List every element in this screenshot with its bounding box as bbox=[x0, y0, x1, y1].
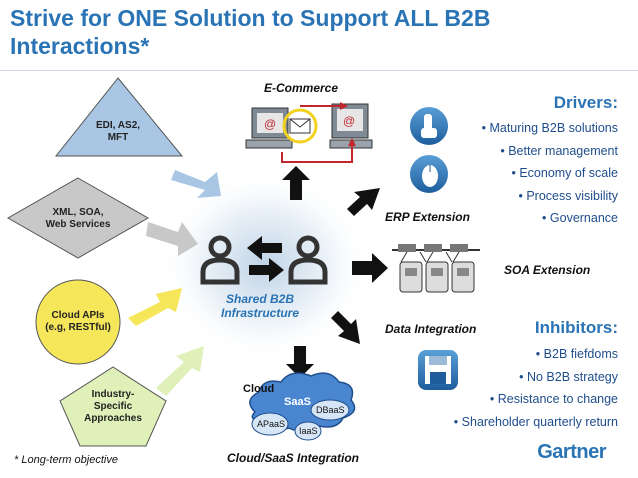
source-label-cloud-apis: Cloud APIs (e.g, RESTful) bbox=[28, 310, 128, 334]
soa-extension-label: SOA Extension bbox=[504, 263, 591, 277]
industry-line-2: Specific bbox=[93, 401, 133, 412]
apaas-label: APaaS bbox=[257, 419, 286, 429]
source-label-industry: Industry- Specific Approaches bbox=[68, 389, 158, 425]
xml-line-2: Web Services bbox=[45, 219, 111, 230]
industry-line-3: Approaches bbox=[84, 413, 142, 424]
inhibitor-item: Shareholder quarterly return bbox=[454, 411, 618, 434]
arrow-cloud-apis bbox=[128, 288, 182, 326]
driver-item: Better management bbox=[482, 140, 618, 163]
gartner-logo: Gartner bbox=[537, 441, 606, 463]
saas-label: SaaS bbox=[284, 396, 311, 408]
xml-diamond-shape bbox=[6, 177, 150, 259]
drivers-list: Maturing B2B solutions Better management… bbox=[482, 117, 618, 230]
inhibitor-item: No B2B strategy bbox=[454, 366, 618, 389]
edi-triangle-shape bbox=[54, 77, 184, 157]
source-label-xml: XML, SOA, Web Services bbox=[28, 207, 128, 231]
title-line-1: Strive for ONE Solution to Support ALL B… bbox=[10, 5, 491, 31]
edi-line-1: EDI, AS2, bbox=[95, 120, 141, 131]
computer-mouse-icon bbox=[408, 153, 450, 195]
soa-servers-icon bbox=[392, 244, 480, 293]
inhibitor-item: Resistance to change bbox=[454, 388, 618, 411]
industry-pentagon-shape bbox=[59, 366, 167, 447]
cloud-saas-integration-label: Cloud/SaaS Integration bbox=[227, 451, 360, 465]
footnote: * Long-term objective bbox=[14, 454, 118, 466]
center-line-2: Infrastructure bbox=[220, 306, 300, 320]
hand-touch-icon bbox=[408, 105, 450, 147]
arrow-to-data-integration bbox=[331, 311, 360, 344]
title-divider bbox=[0, 70, 638, 71]
center-line-1: Shared B2B bbox=[225, 292, 295, 306]
dbaas-label: DBaaS bbox=[316, 405, 345, 415]
inhibitors-list: B2B fiefdoms No B2B strategy Resistance … bbox=[454, 343, 618, 433]
source-label-edi: EDI, AS2, MFT bbox=[78, 120, 158, 144]
title-line-2: Interactions* bbox=[10, 33, 150, 59]
arrow-to-ecommerce bbox=[282, 166, 310, 200]
driver-item: Process visibility bbox=[482, 185, 618, 208]
page-title: Strive for ONE Solution to Support ALL B… bbox=[10, 4, 490, 60]
cloud-word-label: Cloud bbox=[243, 383, 275, 395]
cloud-apis-line-1: Cloud APIs bbox=[51, 310, 105, 321]
svg-text:@: @ bbox=[343, 114, 355, 128]
industry-line-1: Industry- bbox=[91, 389, 135, 400]
svg-text:@: @ bbox=[264, 117, 276, 131]
ecommerce-label: E-Commerce bbox=[264, 81, 339, 95]
center-label: Shared B2B Infrastructure bbox=[205, 292, 315, 320]
edi-line-2: MFT bbox=[107, 132, 129, 143]
arrow-xml bbox=[146, 222, 198, 256]
driver-item: Economy of scale bbox=[482, 162, 618, 185]
arrow-to-cloud bbox=[286, 346, 314, 378]
driver-item: Maturing B2B solutions bbox=[482, 117, 618, 140]
drivers-heading: Drivers: bbox=[553, 93, 618, 112]
iaas-label: IaaS bbox=[299, 426, 318, 436]
inhibitors-heading: Inhibitors: bbox=[534, 318, 618, 337]
data-integration-label: Data Integration bbox=[385, 322, 477, 336]
cloud-apis-circle-shape bbox=[35, 279, 121, 365]
floppy-disk-icon bbox=[418, 350, 458, 390]
inhibitor-item: B2B fiefdoms bbox=[454, 343, 618, 366]
xml-line-1: XML, SOA, bbox=[52, 207, 104, 218]
erp-extension-label: ERP Extension bbox=[385, 210, 470, 224]
arrow-industry bbox=[156, 346, 204, 396]
ecommerce-computers-icon: @ @ bbox=[245, 102, 373, 163]
arrow-to-erp bbox=[347, 188, 380, 216]
partner-left-icon bbox=[200, 235, 240, 285]
partner-right-icon bbox=[288, 235, 328, 285]
arrow-to-soa bbox=[352, 253, 388, 283]
cloud-saas-icon bbox=[249, 372, 356, 441]
arrow-edi bbox=[171, 170, 221, 198]
exchange-arrows-icon bbox=[247, 236, 284, 282]
cloud-apis-line-2: (e.g, RESTful) bbox=[45, 322, 111, 333]
driver-item: Governance bbox=[482, 207, 618, 230]
